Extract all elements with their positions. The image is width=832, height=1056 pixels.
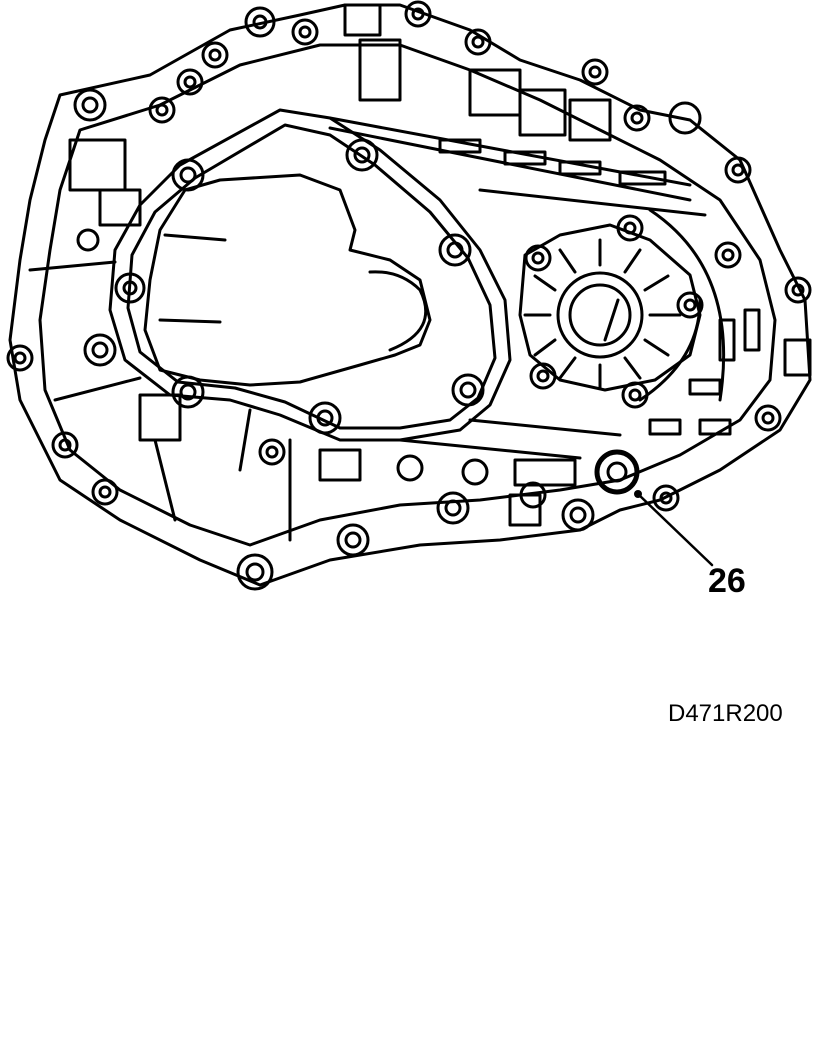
rib-8 bbox=[238, 408, 252, 472]
rib-5 bbox=[53, 376, 142, 402]
differential-flange bbox=[518, 223, 702, 392]
right-slot-2 bbox=[743, 308, 761, 352]
top-tab-4 bbox=[518, 88, 567, 137]
top-tab-2 bbox=[358, 38, 402, 102]
bell-housing-outline bbox=[108, 108, 512, 442]
top-tab-1 bbox=[343, 3, 382, 37]
right-slot-5 bbox=[698, 418, 732, 436]
interior-line-1 bbox=[163, 233, 227, 242]
bolt-bosses bbox=[6, 0, 812, 591]
right-tab-1 bbox=[783, 338, 812, 377]
bottom-tab-3 bbox=[513, 458, 577, 487]
figure-code: D471R200 bbox=[668, 700, 783, 727]
callout-number-26: 26 bbox=[708, 562, 746, 600]
housing-inner-flange bbox=[38, 43, 777, 547]
differential-bore-line bbox=[603, 298, 620, 342]
slot-3 bbox=[558, 160, 602, 176]
rib-10 bbox=[468, 418, 622, 437]
slot-1 bbox=[438, 138, 482, 154]
slot-4 bbox=[618, 170, 667, 186]
bottom-tab-1 bbox=[138, 393, 182, 442]
bell-interior-curve bbox=[368, 270, 428, 352]
part-26-ring-outer bbox=[594, 449, 640, 495]
bell-housing-inner bbox=[126, 123, 497, 430]
callout-leader-line bbox=[636, 492, 714, 567]
differential-inner-ring bbox=[568, 283, 632, 347]
left-tab-2 bbox=[98, 188, 142, 227]
left-tab-1 bbox=[68, 138, 127, 192]
right-slot-3 bbox=[688, 378, 722, 396]
differential-outer-ring bbox=[556, 271, 644, 359]
right-slot-1 bbox=[718, 318, 736, 362]
interior-line-2 bbox=[158, 318, 222, 324]
top-tab-5 bbox=[568, 98, 612, 142]
slot-2 bbox=[503, 150, 547, 166]
rib-9 bbox=[398, 438, 582, 460]
bottom-tab-2 bbox=[318, 448, 362, 482]
differential-spokes bbox=[523, 238, 682, 390]
callout-leader-dot bbox=[634, 490, 642, 498]
rib-3 bbox=[478, 188, 707, 217]
rib-4 bbox=[28, 260, 117, 272]
right-arc-1 bbox=[648, 208, 726, 402]
top-tab-3 bbox=[468, 68, 522, 117]
part-26-ring-inner bbox=[606, 461, 628, 483]
bottom-tab-4 bbox=[508, 493, 542, 527]
right-slot-4 bbox=[648, 418, 682, 436]
bell-interior-contour bbox=[143, 173, 432, 387]
rib-6 bbox=[153, 438, 177, 522]
